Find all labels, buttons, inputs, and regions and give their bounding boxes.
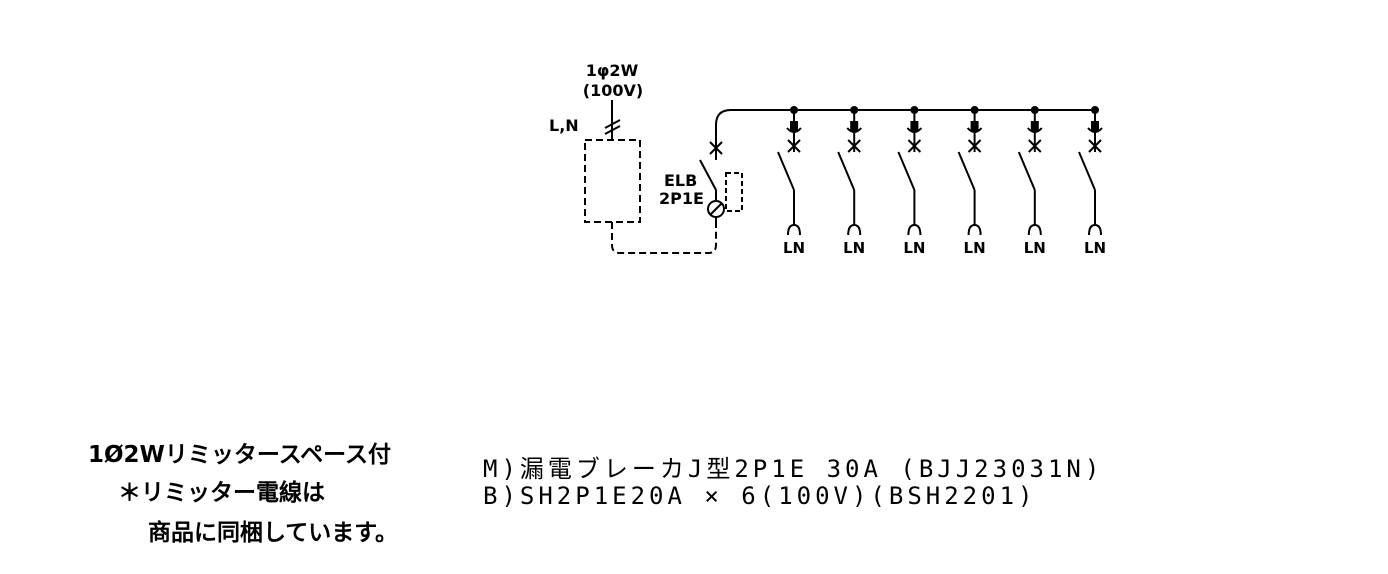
voltage-label: (100V) bbox=[583, 81, 643, 100]
branch-breaker-4 bbox=[957, 106, 983, 236]
main-breaker-spec: M)漏電ブレーカJ型2P1E 30A (BJJ23031N) bbox=[483, 455, 1104, 483]
branch-outlet-label: LN bbox=[843, 239, 865, 257]
branch-outlet-label: LN bbox=[1024, 239, 1046, 257]
branch-breaker-1 bbox=[777, 106, 802, 236]
limiter-note-line1: 1Ø2Wリミッタースペース付 bbox=[88, 442, 392, 468]
branch-breaker-spec: B)SH2P1E20A × 6(100V)(BSH2201) bbox=[483, 482, 1037, 510]
elb-label-line2: 2P1E bbox=[659, 189, 704, 208]
branch-breaker-3 bbox=[897, 106, 923, 236]
branch-outlet-label: LN bbox=[903, 239, 925, 257]
branch-outlet-label: LN bbox=[964, 239, 986, 257]
elb-label-line1: ELB bbox=[664, 171, 697, 190]
phase-wire-label: 1φ2W bbox=[586, 61, 639, 80]
branch-outlet-label: LN bbox=[783, 239, 805, 257]
branch-breaker-6 bbox=[1078, 106, 1103, 236]
limiter-note-line3: 商品に同梱しています。 bbox=[148, 520, 399, 546]
branch-outlet-label: LN bbox=[1084, 239, 1106, 257]
branch-breaker-5 bbox=[1017, 106, 1043, 236]
limiter-note-line2: ＊リミッター電線は bbox=[118, 480, 325, 506]
conductor-label: L,N bbox=[549, 116, 579, 135]
branch-breaker-2 bbox=[837, 106, 862, 236]
